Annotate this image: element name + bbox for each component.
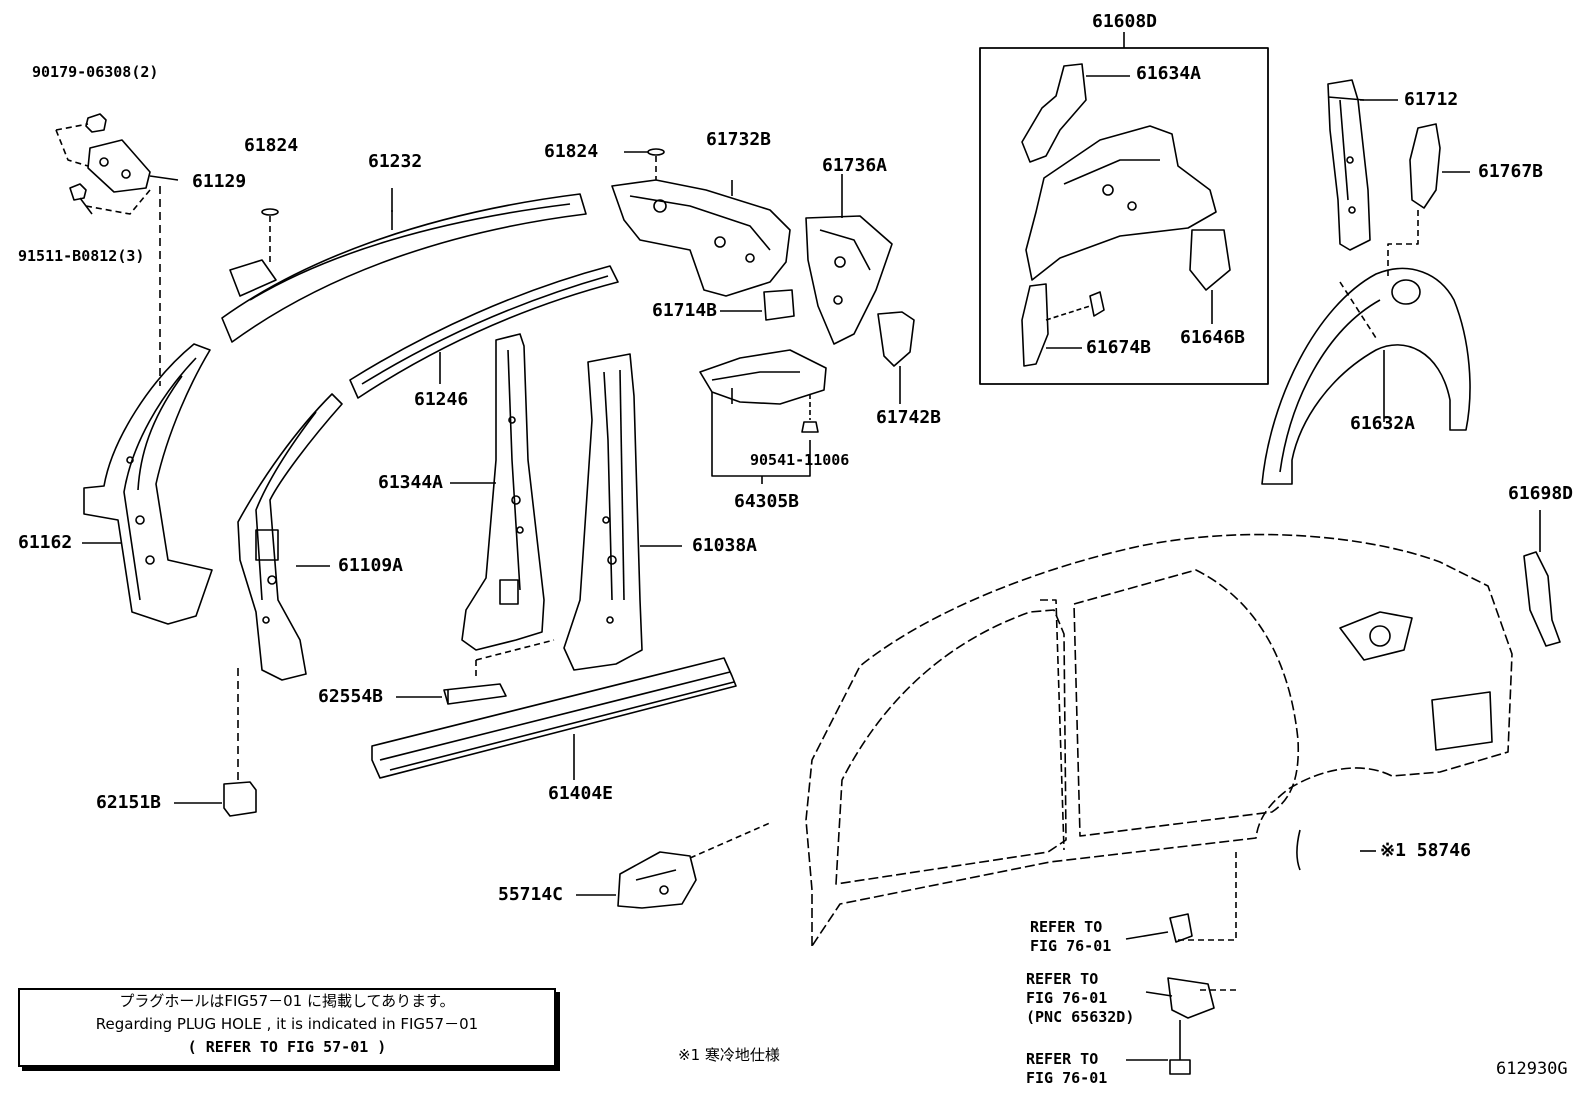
part-bottom-fasteners [1125, 913, 1215, 1075]
label-61246: 61246 [414, 389, 469, 410]
label-61714b: 61714B [652, 300, 718, 321]
label-61742b: 61742B [876, 407, 942, 428]
footnote-cold-area-spec: ※1 寒冷地仕様 [678, 1046, 780, 1064]
label-61109a: 61109A [338, 555, 404, 576]
label-91511-b0812: 91511-B0812(3) [18, 247, 145, 265]
part-61767b-bracket [1387, 123, 1470, 278]
label-61634a: 61634A [1136, 63, 1202, 84]
part-61732b-quarter-inner [611, 148, 791, 297]
label-61732b: 61732B [706, 129, 772, 150]
part-61714b-plate [720, 289, 795, 321]
label-61129: 61129 [192, 171, 247, 192]
label-61232: 61232 [368, 151, 423, 172]
plug-hole-note-box: プラグホールはFIG57－01 に掲載してあります。 Regarding PLU… [18, 988, 556, 1067]
part-61736a-wheelhouse-front [805, 174, 893, 345]
label-61344a: 61344A [378, 472, 444, 493]
part-61404e-rocker [371, 657, 737, 780]
part-61038a-b-pillar-outer [563, 353, 682, 671]
label-61038a: 61038A [692, 535, 758, 556]
note-line-english: Regarding PLUG HOLE , it is indicated in… [95, 1015, 479, 1033]
label-62554b: 62554B [318, 686, 384, 707]
label-61698d: 61698D [1508, 483, 1574, 504]
label-58746: ※1 58746 [1380, 840, 1471, 861]
refer-note-1: REFER TO FIG 76-01 [1030, 918, 1112, 955]
part-62554b-pad [396, 683, 507, 705]
label-62151b: 62151B [96, 792, 162, 813]
part-61824-left [261, 208, 279, 262]
note-line-japanese: プラグホールはFIG57－01 に掲載してあります。 [119, 992, 455, 1010]
leader-lines [1327, 96, 1365, 101]
label-61632a: 61632A [1350, 413, 1416, 434]
note-line-refer: ( REFER TO FIG 57-01 ) [187, 1038, 387, 1056]
label-61712: 61712 [1404, 89, 1459, 110]
label-55714c: 55714C [498, 884, 564, 905]
part-61344a-b-pillar-inner [450, 333, 555, 676]
label-61608d: 61608D [1092, 11, 1158, 32]
label-61162: 61162 [18, 532, 73, 553]
part-61162-a-pillar [82, 343, 213, 625]
label-90179-06308: 90179-06308(2) [32, 63, 159, 81]
label-61824-left: 61824 [244, 135, 299, 156]
part-61698d-bracket [1523, 510, 1561, 647]
figure-code: 612930G [1496, 1059, 1568, 1079]
refer-note-3: REFER TO FIG 76-01 [1026, 1050, 1108, 1087]
part-61129-bracket-group [55, 113, 179, 386]
part-61742b-bracket [877, 311, 915, 404]
label-61646b: 61646B [1180, 327, 1246, 348]
part-55714c-bracket [576, 821, 773, 909]
part-61712-pillar [1327, 79, 1398, 251]
label-90541-11006: 90541-11006 [750, 451, 850, 469]
label-64305b: 64305B [734, 491, 800, 512]
part-61109a-pillar-inner [237, 393, 343, 780]
part-61608d-box [979, 32, 1269, 385]
part-body-side-assembly [805, 533, 1513, 991]
part-61232-roof-rail [221, 188, 587, 343]
part-64305b-bracket [699, 349, 827, 484]
part-62151b-block [174, 781, 257, 817]
refer-note-2: REFER TO FIG 76-01 (PNC 65632D) [1026, 970, 1135, 1026]
label-61404e: 61404E [548, 783, 614, 804]
part-61246-inner-rail [349, 265, 619, 399]
label-61736a: 61736A [822, 155, 888, 176]
label-61824-right: 61824 [544, 141, 599, 162]
part-61632a-wheelhouse-outer [1261, 267, 1471, 485]
label-61674b: 61674B [1086, 337, 1152, 358]
label-61767b: 61767B [1478, 161, 1544, 182]
